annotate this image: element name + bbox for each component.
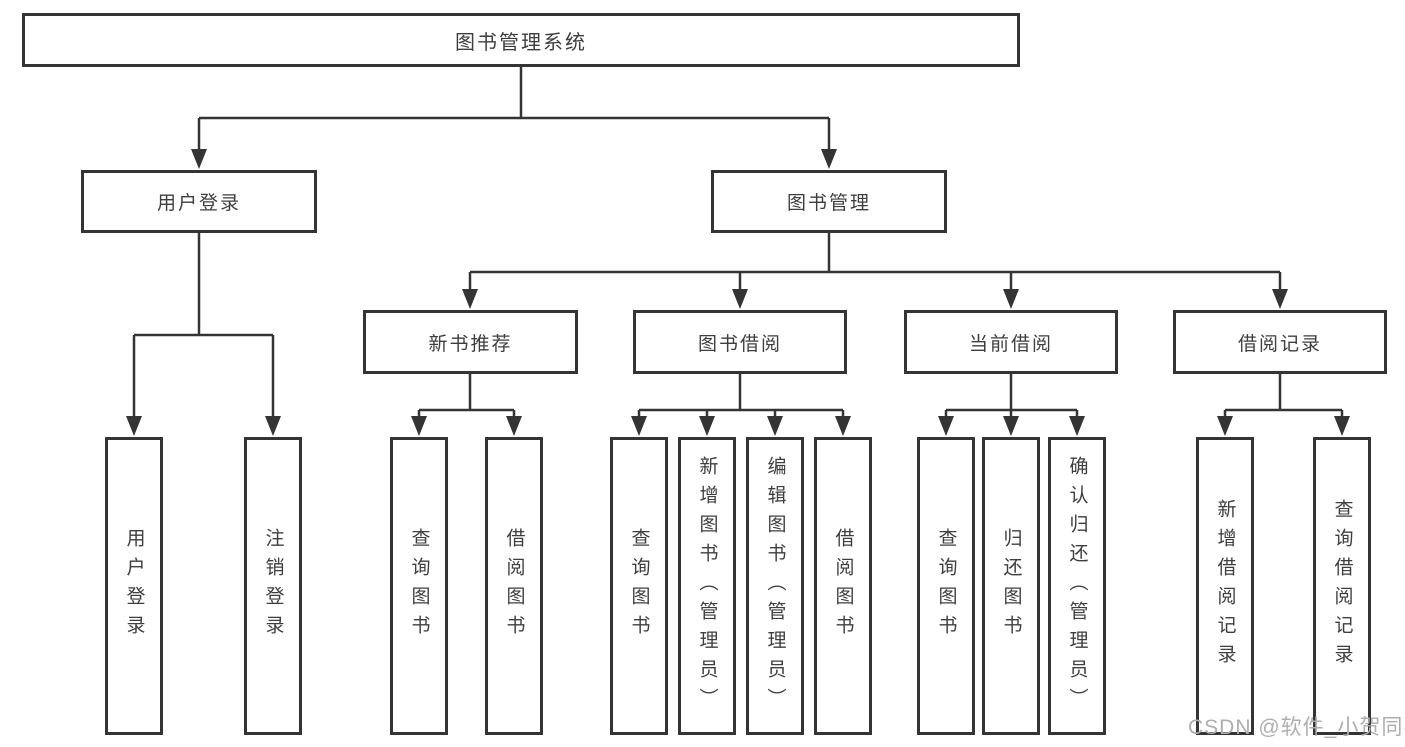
node-current-borrow-label: 当前借阅 xyxy=(968,333,1053,355)
leaf-logout-label: 注销登录 xyxy=(262,528,284,644)
leaf-record-add-label: 新增借阅记录 xyxy=(1214,499,1236,673)
node-user-login-label: 用户登录 xyxy=(156,193,241,214)
leaf-record-add: 新增借阅记录 xyxy=(1196,437,1254,735)
leaf-current-return-book-label: 归还图书 xyxy=(1000,528,1022,644)
leaf-recommend-query-book: 查询图书 xyxy=(390,437,448,735)
leaf-borrow-add-book-label: 新增图书（管理员） xyxy=(696,455,718,717)
node-book-management: 图书管理 xyxy=(711,170,947,233)
leaf-borrow-query-book-label: 查询图书 xyxy=(628,528,650,644)
leaf-current-query-book-label: 查询图书 xyxy=(935,528,957,644)
leaf-borrow-edit-book-label: 编辑图书（管理员） xyxy=(764,455,786,717)
leaf-current-query-book: 查询图书 xyxy=(917,437,975,735)
leaf-recommend-borrow-book-label: 借阅图书 xyxy=(503,528,525,644)
node-new-book-recommend: 新书推荐 xyxy=(363,310,578,374)
node-book-management-label: 图书管理 xyxy=(786,193,871,214)
leaf-borrow-query-book: 查询图书 xyxy=(610,437,668,735)
node-current-borrow: 当前借阅 xyxy=(904,310,1118,374)
node-user-login: 用户登录 xyxy=(81,170,317,233)
leaf-recommend-query-book-label: 查询图书 xyxy=(408,528,430,644)
node-root-label: 图书管理系统 xyxy=(455,31,587,54)
leaf-logout: 注销登录 xyxy=(244,437,302,735)
leaf-borrow-edit-book: 编辑图书（管理员） xyxy=(746,437,804,735)
leaf-borrow-borrow-book-label: 借阅图书 xyxy=(832,528,854,644)
leaf-current-return-book: 归还图书 xyxy=(982,437,1040,735)
leaf-current-confirm-return-label: 确认归还（管理员） xyxy=(1066,455,1088,717)
leaf-user-login-label: 用户登录 xyxy=(123,528,145,644)
node-book-borrow-label: 图书借阅 xyxy=(697,333,782,355)
csdn-watermark: CSDN @软件_小贺同学 xyxy=(1188,716,1405,739)
leaf-recommend-borrow-book: 借阅图书 xyxy=(485,437,543,735)
node-new-book-recommend-label: 新书推荐 xyxy=(428,333,513,355)
node-root: 图书管理系统 xyxy=(22,13,1020,67)
leaf-record-query: 查询借阅记录 xyxy=(1313,437,1371,735)
arrowheads xyxy=(126,149,1350,436)
node-borrow-record: 借阅记录 xyxy=(1173,310,1387,374)
leaf-current-confirm-return: 确认归还（管理员） xyxy=(1048,437,1106,735)
leaf-borrow-add-book: 新增图书（管理员） xyxy=(678,437,736,735)
leaf-user-login: 用户登录 xyxy=(105,437,163,735)
leaf-borrow-borrow-book: 借阅图书 xyxy=(814,437,872,735)
leaf-record-query-label: 查询借阅记录 xyxy=(1331,499,1353,673)
node-book-borrow: 图书借阅 xyxy=(633,310,847,374)
node-borrow-record-label: 借阅记录 xyxy=(1237,333,1322,355)
